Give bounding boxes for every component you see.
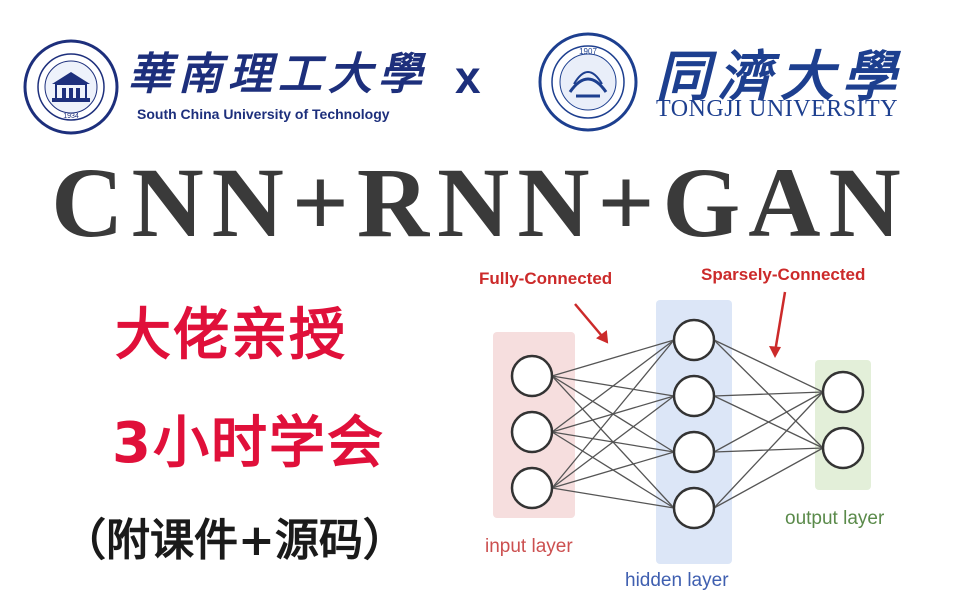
network-edge bbox=[551, 339, 675, 433]
tongji-seal-year: 1907 bbox=[579, 47, 597, 56]
output-layer-label: output layer bbox=[785, 508, 885, 529]
input-node bbox=[510, 410, 554, 454]
scut-name-cn: 華南理工大學 bbox=[128, 49, 428, 100]
network-edge bbox=[551, 339, 675, 377]
tongji-name-en: TONGJI UNIVERSITY bbox=[656, 96, 899, 122]
output-node bbox=[821, 370, 865, 414]
network-edge bbox=[713, 391, 824, 509]
hidden-node bbox=[672, 430, 716, 474]
network-edge bbox=[713, 391, 824, 453]
hidden-layer-label: hidden layer bbox=[625, 570, 729, 591]
network-edge bbox=[551, 395, 675, 489]
subline: 3小时学会 bbox=[112, 411, 385, 476]
output-node bbox=[821, 426, 865, 470]
neural-network-diagram: Fully-Connected Sparsely-Connected input… bbox=[479, 265, 885, 591]
input-layer-label: input layer bbox=[485, 536, 573, 557]
network-edge bbox=[551, 451, 675, 489]
tagline: 大佬亲授 bbox=[115, 303, 347, 368]
network-edge bbox=[713, 391, 824, 397]
network-edge bbox=[551, 487, 675, 509]
scut-seal-icon: 1934 bbox=[23, 39, 119, 135]
sparsely-connected-arrow bbox=[773, 291, 787, 353]
input-node bbox=[510, 466, 554, 510]
network-edge bbox=[551, 339, 675, 489]
hidden-node bbox=[672, 374, 716, 418]
fully-connected-label: Fully-Connected bbox=[479, 269, 612, 288]
input-node bbox=[510, 354, 554, 398]
network-edge bbox=[713, 339, 824, 393]
hidden-node bbox=[672, 486, 716, 530]
tongji-seal-icon: 1907 bbox=[538, 32, 638, 132]
collab-separator: x bbox=[455, 51, 481, 103]
network-edge bbox=[713, 447, 824, 509]
tongji-name-cn: 同濟大學 bbox=[656, 44, 904, 108]
extras-note: （附课件+源码） bbox=[62, 515, 407, 566]
scut-seal-year: 1934 bbox=[63, 113, 79, 120]
hidden-node bbox=[672, 318, 716, 362]
sparsely-connected-label: Sparsely-Connected bbox=[701, 265, 865, 284]
main-title: CNN+RNN+GAN bbox=[51, 147, 909, 258]
scut-name-en: South China University of Technology bbox=[137, 106, 390, 122]
